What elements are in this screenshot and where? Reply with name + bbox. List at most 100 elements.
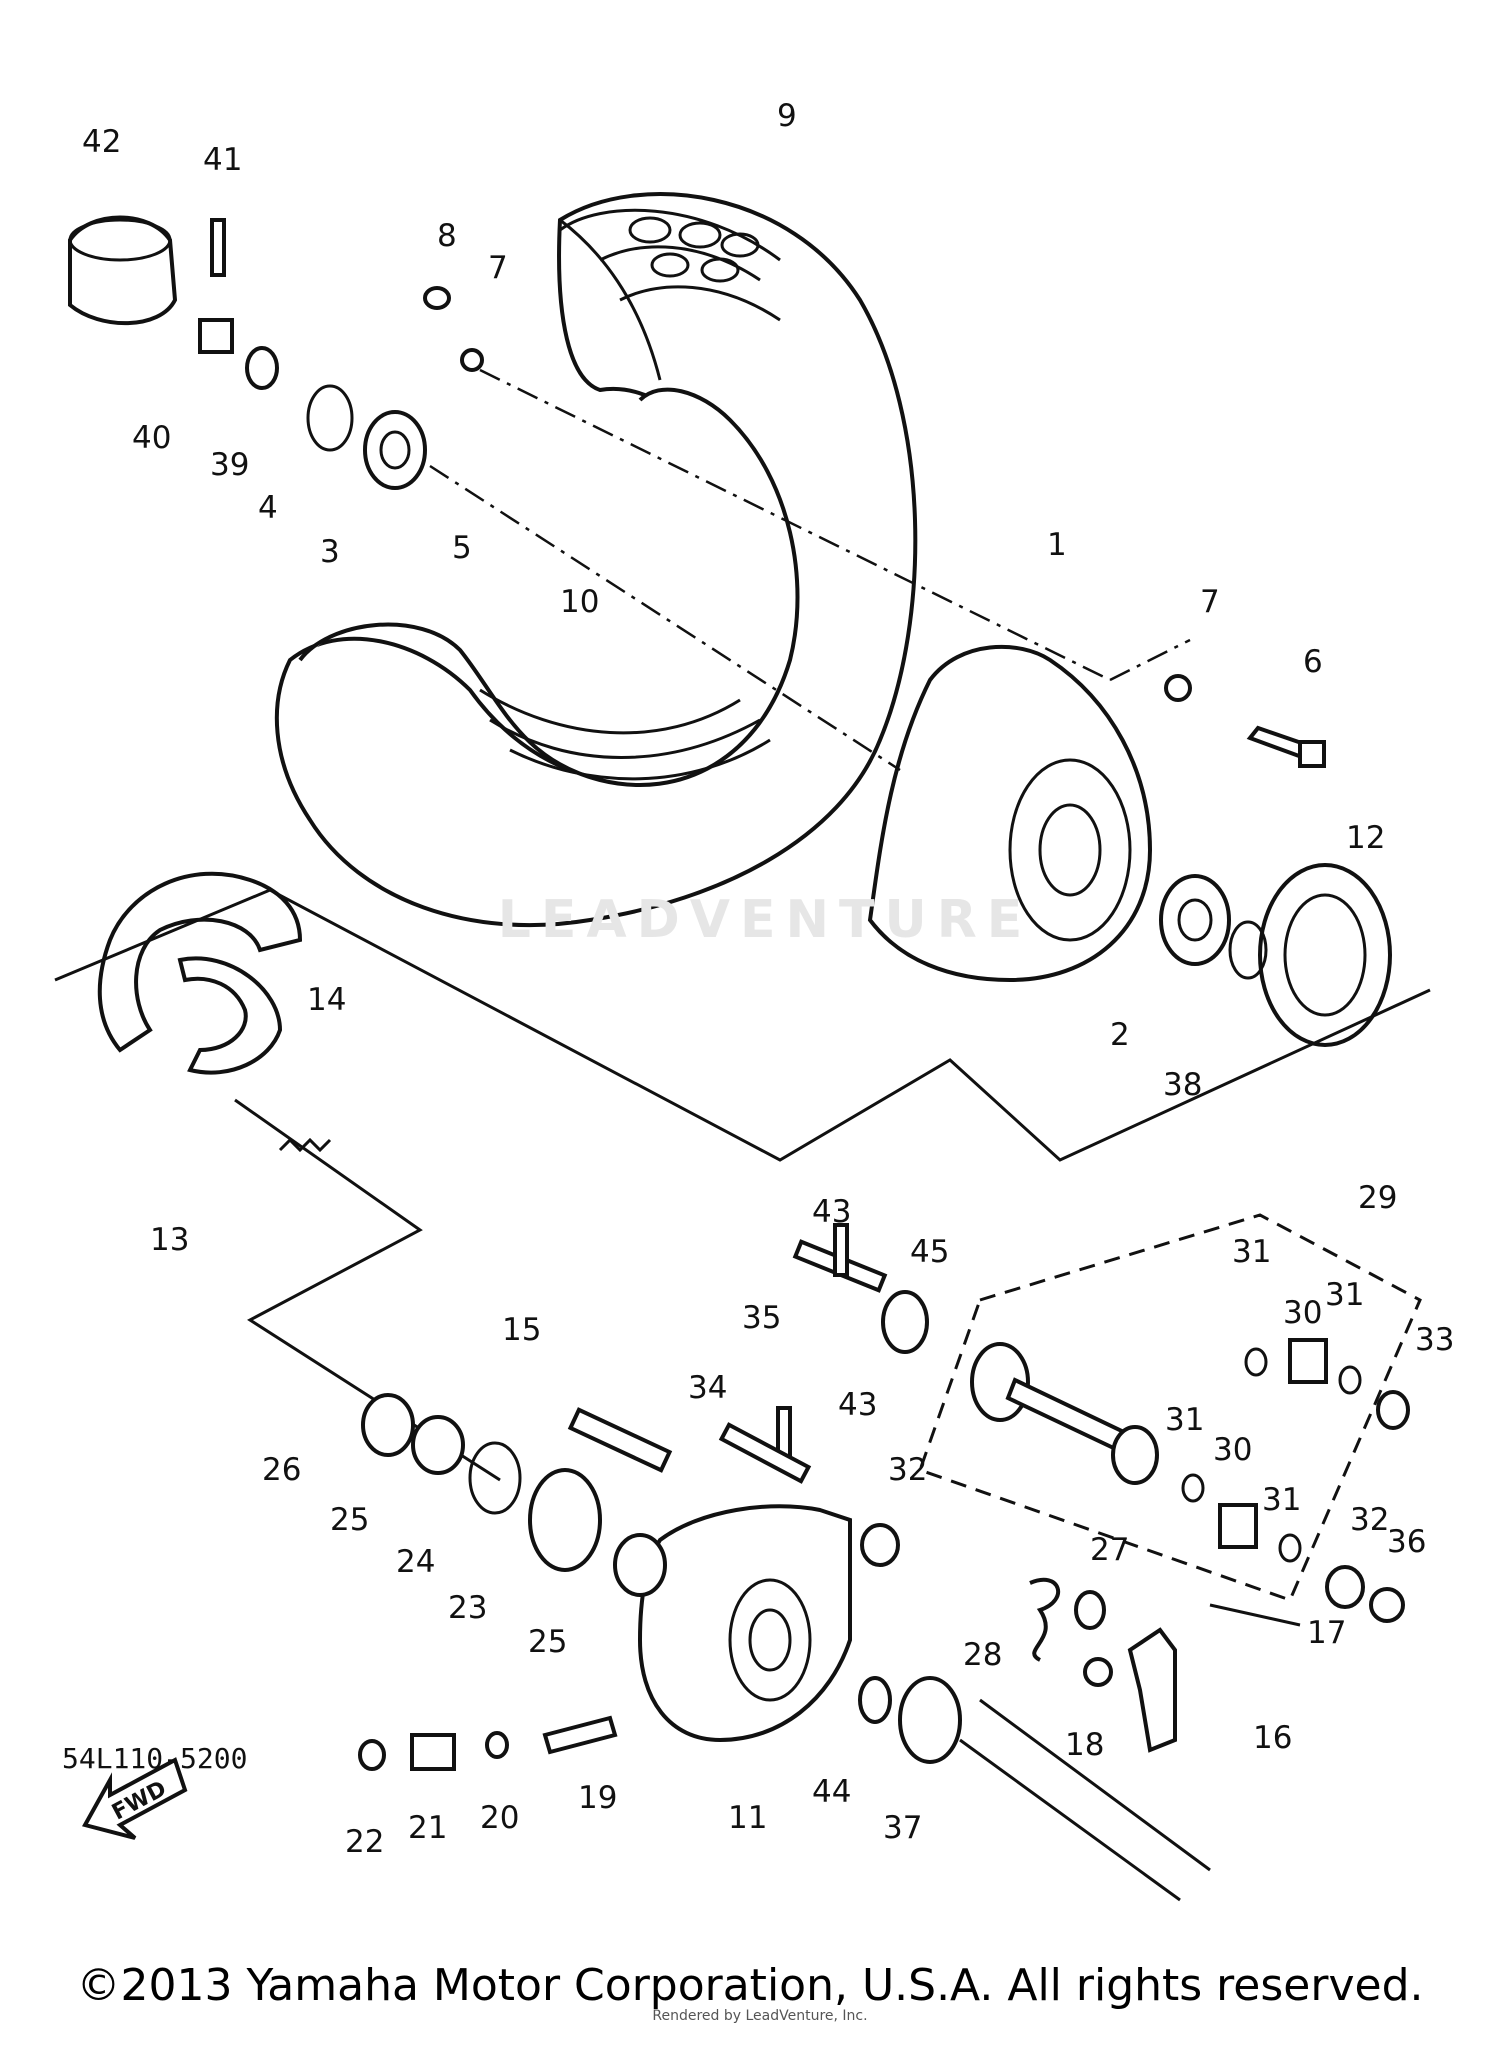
exploded-parts-diagram: FWD 1 2 3 4 5 6 7 7 8 9 10 11 12 13 14 1… (54, 98, 1454, 1902)
circlip-24-part (468, 1441, 522, 1515)
oring-44-part (858, 1676, 892, 1724)
part-label: 15 (502, 1312, 541, 1348)
part-label: 36 (1387, 1524, 1426, 1560)
washer-25-lower-part (613, 1533, 667, 1597)
shaft-29-part (1005, 1377, 1133, 1455)
part-label: 33 (1415, 1322, 1454, 1358)
washer-33-part (1376, 1390, 1410, 1430)
part-label: 39 (210, 447, 249, 483)
part-label: 43 (838, 1387, 877, 1423)
axle-tube-part (959, 1738, 1181, 1902)
lever-16-part (1127, 1627, 1177, 1753)
seal-37-part (898, 1676, 962, 1764)
part-label: 32 (1350, 1502, 1389, 1538)
guide-line (479, 368, 1111, 682)
part-label: 31 (1232, 1234, 1271, 1270)
part-label: 38 (1163, 1067, 1202, 1103)
part-label: 10 (560, 584, 599, 620)
part-label: 42 (82, 124, 121, 160)
oring-31-a (1244, 1347, 1268, 1377)
bolt-6-head (1298, 740, 1326, 768)
part-label: 25 (330, 1502, 369, 1538)
part-label: 43 (812, 1194, 851, 1230)
stud-41-part (210, 218, 226, 277)
part-label: 17 (1307, 1615, 1346, 1651)
part-label: 3 (320, 534, 340, 570)
bearing-2-inner (1177, 898, 1213, 942)
part-label: 21 (408, 1810, 447, 1846)
part-label: 13 (150, 1222, 189, 1258)
cable-17-part (1209, 1603, 1301, 1627)
part-label: 2 (1110, 1017, 1130, 1053)
part-label: 19 (578, 1780, 617, 1816)
leadventure-watermark: LEADVENTURE (495, 890, 1035, 950)
screw-21-part (410, 1733, 456, 1771)
part-label: 29 (1358, 1180, 1397, 1216)
part-label: 7 (488, 250, 508, 286)
nut-7-lower-part (1164, 674, 1192, 702)
part-label: 30 (1283, 1295, 1322, 1331)
washer-20-part (485, 1731, 509, 1759)
guide-line (54, 888, 1431, 1162)
part-label: 12 (1346, 820, 1385, 856)
circlip-4-part (306, 384, 354, 452)
part-label: 20 (480, 1800, 519, 1836)
part-label: 31 (1325, 1277, 1364, 1313)
part-label: 9 (777, 98, 797, 134)
nut-7-upper-part (460, 348, 484, 372)
part-label: 22 (345, 1824, 384, 1860)
oring-31-c (1181, 1473, 1205, 1503)
part-label: 1 (1047, 527, 1067, 563)
part-label: 18 (1065, 1727, 1104, 1763)
washer-25-upper-part (411, 1415, 465, 1475)
bearing-3-inner (379, 430, 411, 470)
part-label: 26 (262, 1452, 301, 1488)
part-label: 31 (1165, 1402, 1204, 1438)
part-label: 16 (1253, 1720, 1292, 1756)
part-labels: 1 2 3 4 5 6 7 7 8 9 10 11 12 13 14 15 16… (82, 98, 1454, 1860)
part-label: 31 (1262, 1482, 1301, 1518)
brake-shoes-part (97, 871, 303, 1075)
washer-39-part (245, 346, 279, 390)
bolt-34-part (718, 1422, 812, 1484)
part-label: 11 (728, 1800, 767, 1836)
collar-30-upper-part (1288, 1338, 1328, 1384)
nut-36-part (1369, 1587, 1405, 1623)
washer-32-upper-part (860, 1523, 900, 1567)
part-label: 4 (258, 490, 278, 526)
part-label: 37 (883, 1810, 922, 1846)
copyright-notice: ©2013 Yamaha Motor Corporation, U.S.A. A… (76, 1960, 1424, 2011)
nut-18-part (1083, 1657, 1113, 1687)
part-label: 28 (963, 1637, 1002, 1673)
collar-30-lower-part (1218, 1503, 1258, 1549)
watermark-text: LEADVENTURE (497, 890, 1033, 950)
oring-31-b (1338, 1365, 1362, 1395)
part-label: 32 (888, 1452, 927, 1488)
part-label: 25 (528, 1624, 567, 1660)
part-label: 40 (132, 420, 171, 456)
brake-panel-part (637, 1504, 852, 1743)
assembly-29-box (918, 1213, 1422, 1602)
brake-hub-part (867, 644, 1153, 983)
seal-12-inner (1283, 893, 1367, 1017)
spring-14-part (278, 1137, 332, 1153)
hub-cap-part (68, 215, 178, 326)
bearing-2-part (1159, 874, 1231, 966)
switch-19-part (542, 1715, 618, 1755)
shaft-15-part (567, 1407, 673, 1473)
part-label: 44 (812, 1774, 851, 1810)
part-label: 41 (203, 142, 242, 178)
seal-26-part (361, 1393, 415, 1457)
part-label: 35 (742, 1300, 781, 1336)
rendered-by-overlay: Rendered by LeadVenture, Inc. (652, 2008, 868, 2024)
wheel-rim-part (298, 387, 800, 787)
part-label: 24 (396, 1544, 435, 1580)
plate-27-part (1074, 1590, 1106, 1630)
part-label: 45 (910, 1234, 949, 1270)
bearing-3-part (363, 410, 427, 490)
nut-40-part (198, 318, 234, 354)
gear-23-part (528, 1468, 602, 1572)
pin-43-upper-part (833, 1223, 849, 1277)
part-label: 6 (1303, 644, 1323, 680)
part-label: 34 (688, 1370, 727, 1406)
